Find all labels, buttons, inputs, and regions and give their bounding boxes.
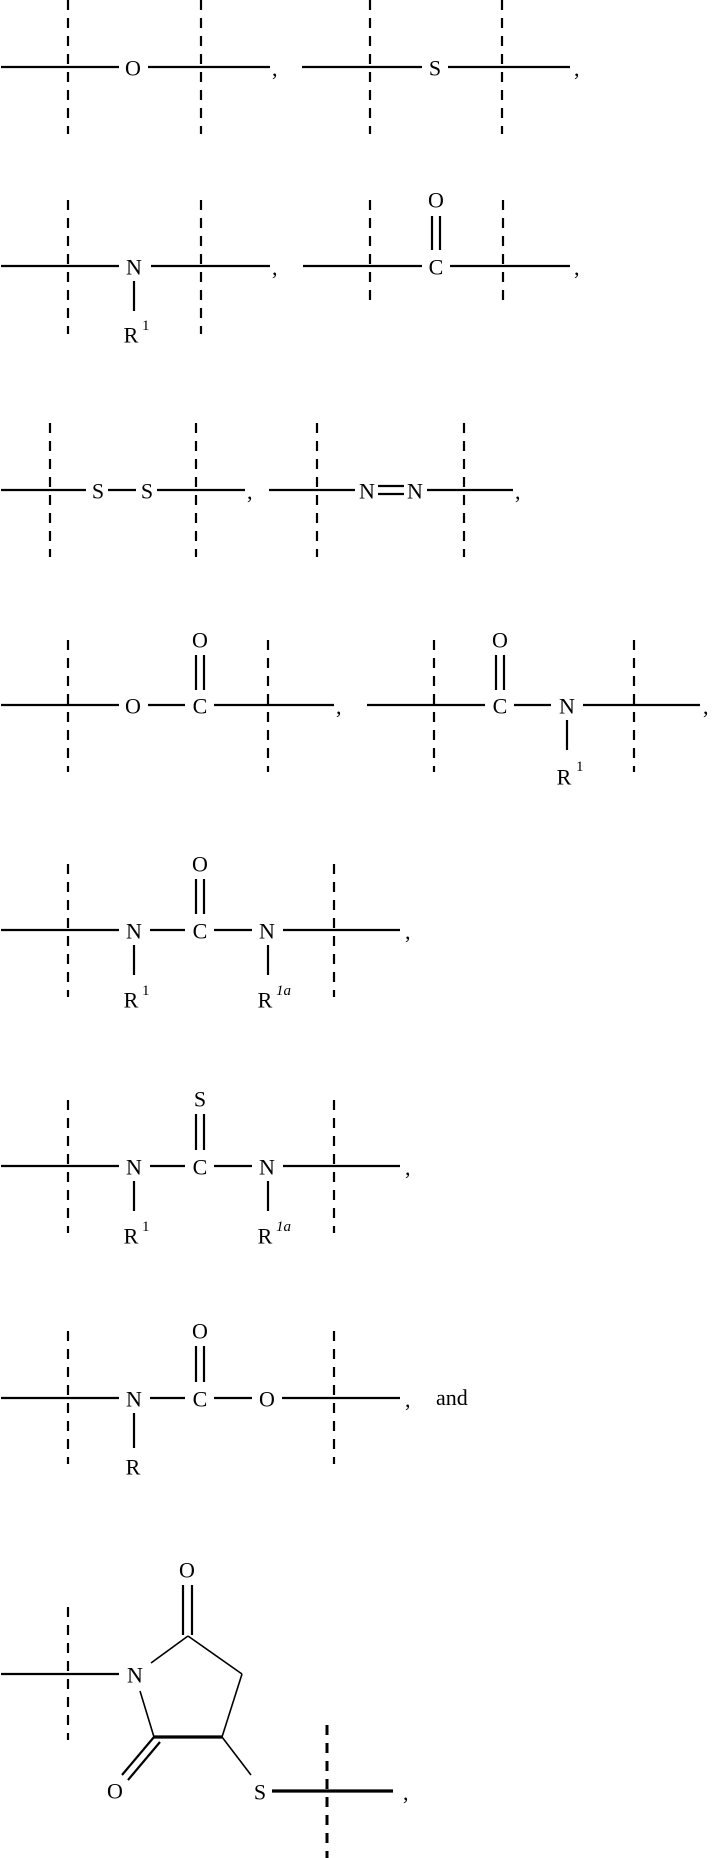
substituent-superscript: 1a	[276, 1219, 291, 1235]
structure-amine: N R 1 ,	[1, 200, 278, 348]
atom-nitrogen: N	[126, 1155, 142, 1180]
separator-comma: ,	[405, 1155, 411, 1180]
separator-comma: ,	[515, 479, 521, 504]
atom-oxygen: O	[492, 628, 508, 653]
atom-oxygen: O	[179, 1558, 195, 1583]
substituent-r: R	[557, 765, 572, 790]
atom-carbon: C	[193, 1155, 208, 1180]
structure-thioether: S ,	[302, 0, 580, 134]
substituent-r: R	[124, 1224, 139, 1249]
atom-oxygen: O	[125, 56, 141, 81]
ring-bond	[187, 1635, 243, 1675]
substituent-r: R	[258, 1224, 273, 1249]
separator-comma: ,	[403, 1780, 409, 1805]
atom-nitrogen: N	[126, 919, 142, 944]
substituent-superscript: 1	[576, 759, 584, 775]
atom-nitrogen: N	[127, 1663, 143, 1688]
conjunction-and: and	[436, 1385, 468, 1410]
atom-sulfur: S	[254, 1780, 266, 1805]
atom-oxygen: O	[125, 694, 141, 719]
atom-oxygen: O	[259, 1387, 275, 1412]
substituent-r: R	[126, 1455, 141, 1480]
atom-carbon: C	[493, 694, 508, 719]
structure-succinimide-thioether: N O O S ,	[1, 1558, 409, 1858]
separator-comma: ,	[405, 1387, 411, 1412]
separator-comma: ,	[247, 479, 253, 504]
separator-comma: ,	[703, 694, 709, 719]
structure-carbamate: N C O O R , and	[1, 1319, 468, 1480]
separator-comma: ,	[405, 919, 411, 944]
substituent-superscript: 1	[142, 983, 150, 999]
substituent-r: R	[258, 988, 273, 1013]
separator-comma: ,	[574, 255, 580, 280]
structure-carbonyl: C O ,	[303, 188, 580, 300]
substituent-superscript: 1a	[276, 983, 291, 999]
structure-ester: O C O ,	[1, 628, 342, 772]
structure-disulfide: S S ,	[1, 423, 253, 557]
atom-oxygen: O	[107, 1779, 123, 1804]
separator-comma: ,	[272, 255, 278, 280]
separator-comma: ,	[336, 694, 342, 719]
atom-nitrogen: N	[126, 255, 142, 280]
substituent-r: R	[124, 988, 139, 1013]
structure-thiourea: N C N S R 1 R 1a ,	[1, 1087, 411, 1249]
atom-nitrogen: N	[126, 1387, 142, 1412]
bond	[221, 1736, 252, 1776]
atom-sulfur: S	[194, 1087, 206, 1112]
atom-sulfur: S	[429, 56, 441, 81]
structure-amide: C N O R 1 ,	[367, 628, 709, 790]
substituent-superscript: 1	[142, 1219, 150, 1235]
structure-azo: N N ,	[269, 423, 521, 557]
ring-bond	[150, 1635, 189, 1664]
atom-carbon: C	[193, 694, 208, 719]
atom-oxygen: O	[192, 1319, 208, 1344]
ring-bond	[139, 1690, 155, 1738]
atom-nitrogen: N	[259, 1155, 275, 1180]
substituent-superscript: 1	[142, 318, 150, 334]
structure-ether: O ,	[1, 0, 278, 134]
separator-comma: ,	[574, 56, 580, 81]
double-bond	[121, 1736, 155, 1776]
ring-bond	[221, 1673, 243, 1738]
atom-sulfur: S	[92, 479, 104, 504]
atom-carbon: C	[193, 1387, 208, 1412]
substituent-r: R	[124, 323, 139, 348]
atom-carbon: C	[429, 255, 444, 280]
atom-oxygen: O	[192, 628, 208, 653]
structure-urea: N C N O R 1 R 1a ,	[1, 852, 411, 1013]
atom-oxygen: O	[428, 188, 444, 213]
separator-comma: ,	[272, 56, 278, 81]
atom-nitrogen: N	[359, 479, 375, 504]
double-bond	[127, 1741, 161, 1781]
atom-nitrogen: N	[559, 694, 575, 719]
atom-nitrogen: N	[259, 919, 275, 944]
atom-carbon: C	[193, 919, 208, 944]
atom-oxygen: O	[192, 852, 208, 877]
atom-nitrogen: N	[407, 479, 423, 504]
atom-sulfur: S	[141, 479, 153, 504]
